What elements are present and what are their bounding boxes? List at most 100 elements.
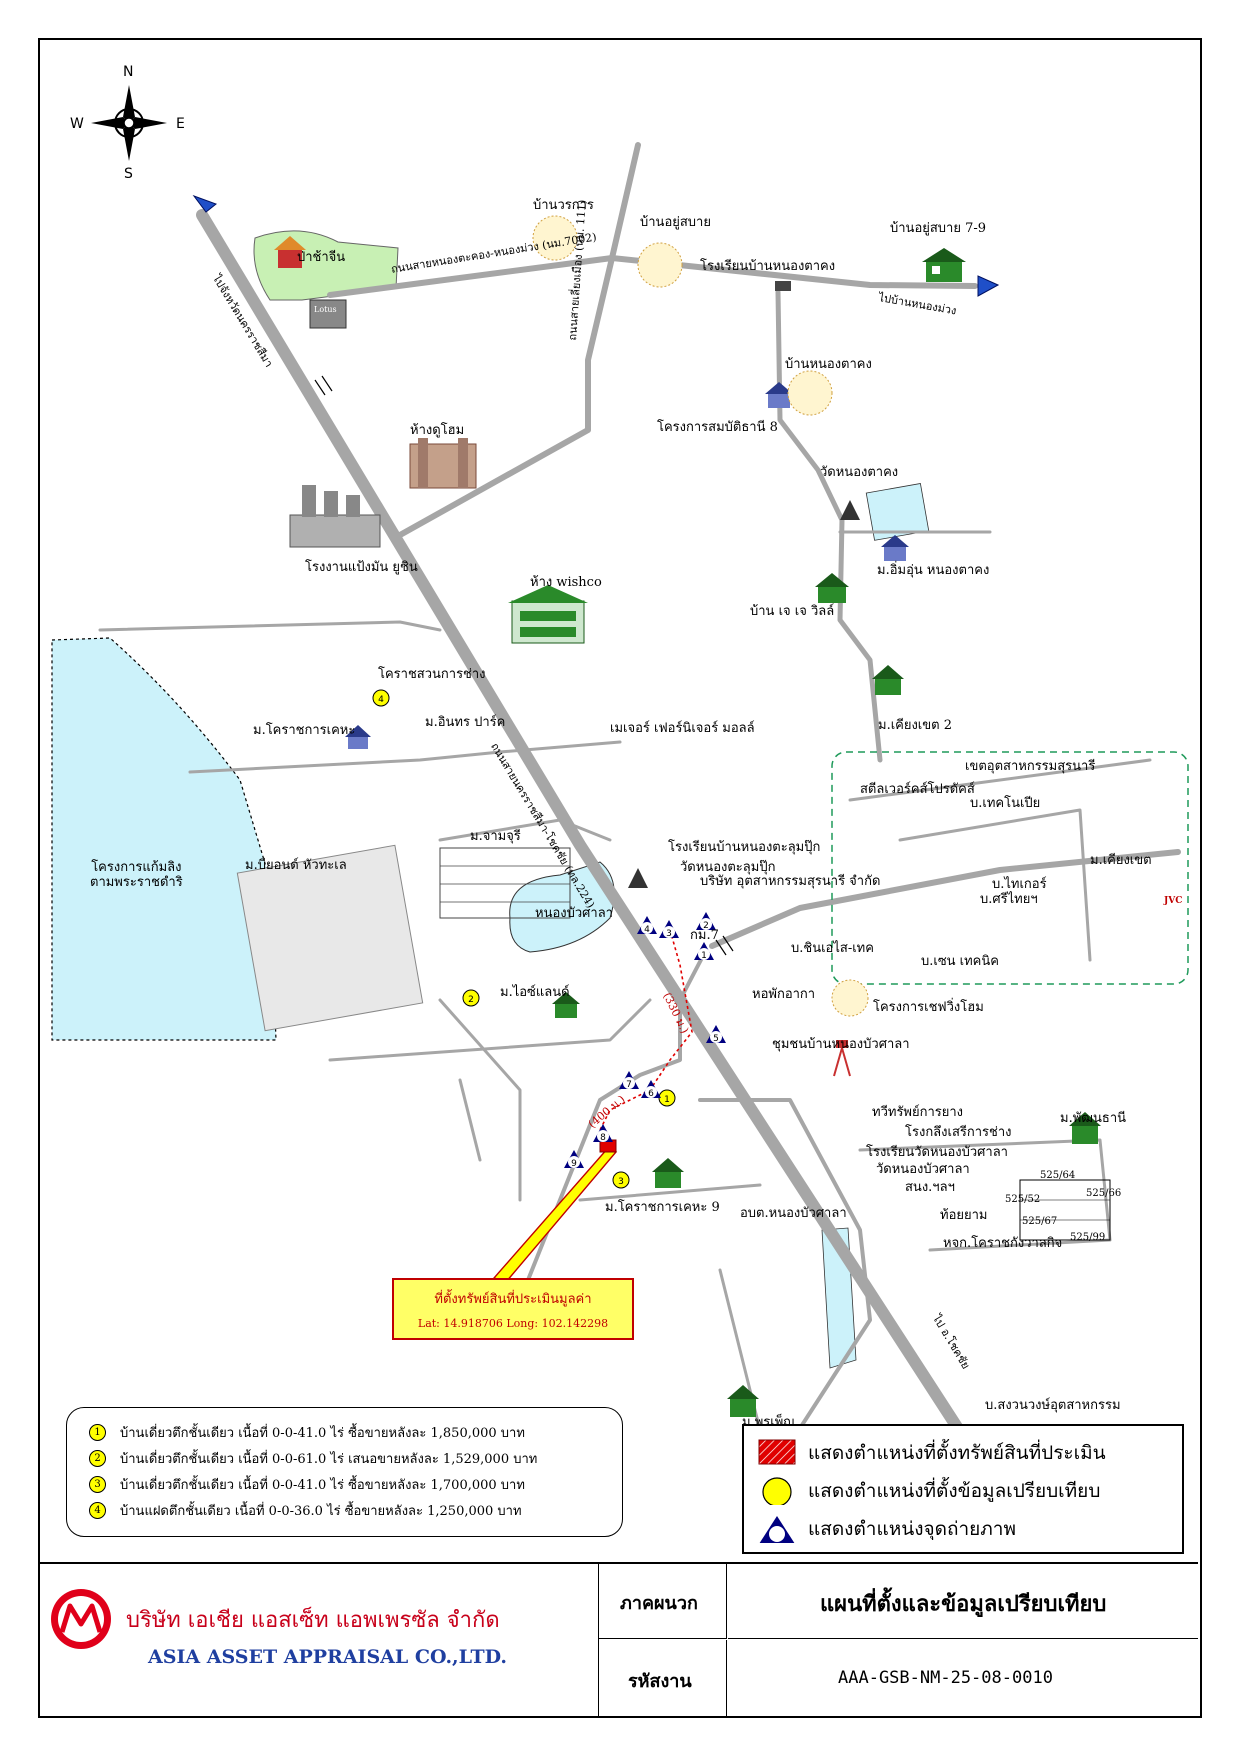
label-b-songwong: บ.สงวนวงษ์อุตสาหกรรม bbox=[985, 1398, 1121, 1413]
photo-marker-9: 9 bbox=[564, 1150, 584, 1169]
house-icon-4 bbox=[815, 573, 849, 603]
label-mu-im-un: ม.อิ่มอุ่น หนองตาคง bbox=[877, 563, 990, 578]
company-name-en: ASIA ASSET APPRAISAL CO.,LTD. bbox=[148, 1646, 508, 1668]
subject-pointer bbox=[492, 1147, 618, 1283]
compass-west: W bbox=[70, 116, 84, 132]
label-mu-island: ม.ไอซ์แลนด์ bbox=[500, 985, 570, 1000]
road-bypass bbox=[397, 142, 641, 538]
photo-marker-label-1: 1 bbox=[701, 951, 707, 961]
comparable-text-1: บ้านเดี่ยวตึกชั้นเดียว เนื้อที่ 0-0-41.0… bbox=[120, 1426, 525, 1441]
house-icon-9 bbox=[1069, 1112, 1101, 1144]
comparable-symbol-icon bbox=[762, 1477, 792, 1505]
photo-marker-dot-9 bbox=[568, 1156, 580, 1168]
label-hang-wishco: ห้าง wishco bbox=[530, 575, 602, 590]
comparable-text-3: บ้านเดี่ยวตึกชั้นเดียว เนื้อที่ 0-0-41.0… bbox=[120, 1478, 525, 1493]
du-home-building-icon bbox=[409, 438, 477, 489]
building-icons bbox=[236, 215, 1111, 1417]
comp-marker-label-3: 3 bbox=[618, 1177, 624, 1187]
photo-marker-label-4: 4 bbox=[644, 925, 650, 935]
label-ban-nong-ta-kong: บ้านหนองตาคง bbox=[785, 357, 872, 372]
label-surat-industrial: บริษัท อุตสาหกรรมสุรนารี จำกัด bbox=[700, 874, 881, 889]
road-east-loop bbox=[858, 1138, 1112, 1252]
house-icon-1 bbox=[922, 248, 966, 282]
label-suan-sai: สนง.ฯลฯ bbox=[905, 1180, 955, 1195]
appendix-label-cell: ภาคผนวก bbox=[598, 1564, 727, 1639]
label-mongkol-chai: โครงการแก้มลิง ตามพระราชดำริ bbox=[90, 860, 183, 890]
road-industrial-grid-2 bbox=[898, 808, 1092, 962]
label-community: ชุมชนบ้านหนองบัวศาลา bbox=[772, 1037, 910, 1052]
compass-rose bbox=[91, 85, 167, 161]
photo-marker-label-2: 2 bbox=[703, 921, 709, 931]
label-technopia: บ.เทคโนเปีย bbox=[970, 796, 1041, 811]
label-mu-khiang-khet: ม.เคียงเขต bbox=[1090, 853, 1152, 868]
label-mu-khiang-khet-2: ม.เคียงเขต 2 bbox=[878, 718, 952, 733]
legend-subject-text: แสดงตำแหน่งที่ตั้งทรัพย์สินที่ประเมิน bbox=[808, 1442, 1106, 1464]
label-chef-wing-home: โครงการเชฟวิ่งโฮม bbox=[873, 1000, 984, 1015]
comparable-marker-circle-3 bbox=[612, 1171, 630, 1189]
road-nong-ta-kong-nong-muang bbox=[327, 255, 978, 298]
label-factory-yuchin: โรงงานแป้งมัน ยูชิน bbox=[305, 560, 418, 575]
label-mu-korat-9: ม.โคราชการเคหะ 9 bbox=[605, 1200, 720, 1215]
photo-marker-label-6: 6 bbox=[648, 1089, 654, 1099]
photo-marker-label-8: 8 bbox=[600, 1133, 606, 1143]
jamjuree-grid bbox=[439, 847, 571, 919]
wat-icon-2 bbox=[628, 868, 648, 888]
road-south-west bbox=[518, 952, 706, 1302]
comparable-text-2: บ้านเดี่ยวตึกชั้นเดียว เนื้อที่ 0-0-61.0… bbox=[120, 1452, 538, 1467]
road-west-2 bbox=[98, 620, 442, 632]
housing-cluster-1 bbox=[532, 215, 578, 261]
photo-marker-4: 4 bbox=[637, 916, 657, 935]
monkey-cheek-reservoir bbox=[51, 637, 277, 1041]
legend-photo-text: แสดงตำแหน่งจุดถ่ายภาพ bbox=[808, 1518, 1016, 1540]
road-west-3 bbox=[328, 998, 652, 1062]
road-industrial-main bbox=[709, 849, 1181, 949]
doc-title-cell: แผนที่ตั้งและข้อมูลเปรียบเทียบ bbox=[728, 1564, 1198, 1639]
photo-marker-label-3: 3 bbox=[666, 929, 672, 939]
label-industrial-zone: เขตอุตสาหกรรมสุรนารี bbox=[965, 759, 1096, 774]
label-wat-nong-bua: วัดหนองบัวศาลา bbox=[876, 1162, 970, 1177]
wat-icon-1 bbox=[840, 500, 860, 520]
label-b-sen: บ.เซน เทคนิค bbox=[921, 954, 999, 969]
jvc-sign: JVC bbox=[1164, 896, 1183, 906]
road-jamjuree bbox=[438, 818, 612, 842]
road-break-1b bbox=[321, 375, 333, 392]
comparable-marker-3: 3 bbox=[612, 1171, 630, 1189]
label-ceramics-factory: โรงกลึงเสรีการช่าง bbox=[905, 1125, 1012, 1140]
road-break-2a bbox=[715, 939, 727, 956]
legend-comparable-text: แสดงตำแหน่งที่ตั้งข้อมูลเปรียบเทียบ bbox=[808, 1480, 1101, 1502]
photo-marker-dot-4 bbox=[641, 922, 653, 934]
legend-row-subject: แสดงตำแหน่งที่ตั้งทรัพย์สินที่ประเมิน bbox=[758, 1438, 1106, 1468]
comparable-num-4: 4 bbox=[89, 1502, 106, 1519]
label-tiger: บ.ไทเกอร์ bbox=[992, 877, 1047, 892]
subject-callout-coords: Lat: 14.918706 Long: 102.142298 bbox=[417, 1317, 609, 1330]
label-ban-yoosabai-7-9: บ้านอยู่สบาย 7-9 bbox=[890, 221, 987, 236]
comparable-marker-2: 2 bbox=[462, 989, 480, 1007]
subject-callout-title: ที่ตั้งทรัพย์สินที่ประเมินมูลค่า bbox=[434, 1292, 592, 1307]
wishco-building-icon bbox=[508, 585, 588, 644]
parcel-label-5: 525/99 bbox=[1070, 1232, 1106, 1243]
arrow-to-korat bbox=[192, 194, 218, 213]
photo-marker-3: 3 bbox=[659, 920, 679, 939]
label-hang-du-home: ห้างดูโฮม bbox=[410, 423, 465, 438]
label-mu-pattana-thani: ม.พัฒนธานี bbox=[1060, 1111, 1127, 1126]
road-south-grid-3 bbox=[578, 1183, 762, 1202]
photo-marker-dot-8 bbox=[597, 1130, 609, 1142]
chinese-shrine-icon bbox=[274, 236, 306, 268]
housing-cluster-2 bbox=[637, 242, 683, 288]
compass-north: N bbox=[123, 64, 134, 80]
appendix-label: ภาคผนวก bbox=[620, 1593, 698, 1614]
label-b-chin: บ.ชินเอไส-เทค bbox=[791, 941, 874, 956]
house-icon-8 bbox=[652, 1158, 684, 1188]
title-block: บริษัท เอเชีย แอสเซ็ท แอพเพรซัล จำกัด AS… bbox=[38, 1562, 1198, 1716]
parcel-label-1: 525/64 bbox=[1040, 1170, 1076, 1181]
label-mu-inthra-park: ม.อินทร ปาร์ค bbox=[425, 715, 506, 730]
road-south-grid-2 bbox=[458, 1078, 482, 1162]
photo-marker-dot-3 bbox=[663, 926, 675, 938]
label-korat-park: โคราชสวนการช่าง bbox=[378, 667, 486, 682]
label-ban-worakarn: บ้านวรการ bbox=[533, 198, 594, 213]
parcel-label-4: 525/67 bbox=[1022, 1216, 1058, 1227]
